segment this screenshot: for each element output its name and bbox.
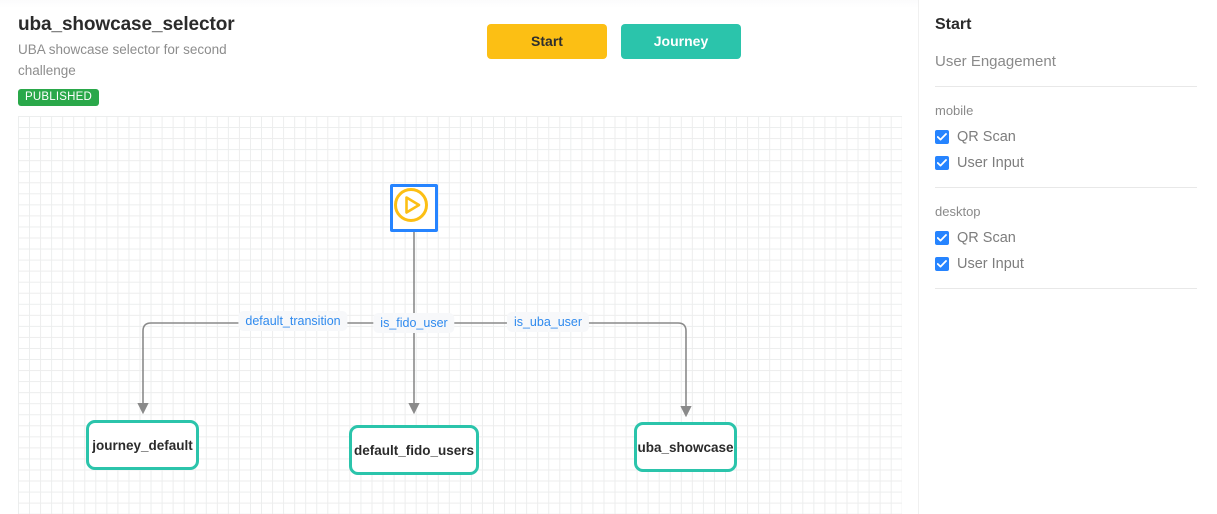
page-title: uba_showcase_selector xyxy=(18,14,235,35)
checkbox-desktop-user-input[interactable] xyxy=(935,257,949,271)
inspector-group-desktop: desktop QR Scan User Input xyxy=(935,204,1197,272)
node-default-fido-users[interactable]: default_fido_users xyxy=(349,425,479,475)
checkbox-desktop-qr-scan[interactable] xyxy=(935,231,949,245)
group-label: mobile xyxy=(935,103,974,118)
inspector-subtitle: User Engagement xyxy=(935,53,1056,70)
check-icon xyxy=(937,260,947,268)
flow-header: uba_showcase_selector UBA showcase selec… xyxy=(18,14,338,106)
journey-button[interactable]: Journey xyxy=(621,24,741,59)
edge-label-is-uba-user[interactable]: is_uba_user xyxy=(506,312,590,332)
edge-is-uba-user xyxy=(414,322,692,418)
check-icon xyxy=(937,159,947,167)
inspector-panel: Start User Engagement mobile QR Scan xyxy=(918,0,1217,514)
node-label: default_fido_users xyxy=(353,442,475,458)
checkbox-row-mobile-user-input[interactable]: User Input xyxy=(935,155,1197,171)
divider xyxy=(935,86,1197,87)
node-journey-default[interactable]: journey_default xyxy=(86,420,199,470)
checkbox-label: User Input xyxy=(957,256,1024,272)
edge-label-default-transition[interactable]: default_transition xyxy=(238,311,348,331)
inspector-title: Start xyxy=(935,16,972,33)
edge-label-is-fido-user[interactable]: is_fido_user xyxy=(373,313,455,333)
status-badge: PUBLISHED xyxy=(18,88,99,106)
top-bar xyxy=(0,0,1217,8)
divider xyxy=(935,187,1197,188)
edge-default-transition xyxy=(137,322,414,415)
checkbox-label: User Input xyxy=(957,155,1024,171)
checkbox-label: QR Scan xyxy=(957,129,1016,145)
flow-canvas[interactable]: default_transition is_fido_user is_uba_u… xyxy=(18,116,902,514)
check-icon xyxy=(937,133,947,141)
checkbox-mobile-user-input[interactable] xyxy=(935,156,949,170)
group-label: desktop xyxy=(935,204,981,219)
node-uba-showcase[interactable]: uba_showcase xyxy=(634,422,737,472)
connector-layer xyxy=(137,232,692,418)
node-label: uba_showcase xyxy=(637,439,734,455)
flow-description: UBA showcase selector for second challen… xyxy=(18,41,227,78)
start-button[interactable]: Start xyxy=(487,24,607,59)
checkbox-row-desktop-user-input[interactable]: User Input xyxy=(935,256,1197,272)
check-icon xyxy=(937,234,947,242)
inspector-group-mobile: mobile QR Scan User Input xyxy=(935,103,1197,171)
node-label: journey_default xyxy=(92,437,193,453)
start-node[interactable] xyxy=(390,184,438,232)
checkbox-mobile-qr-scan[interactable] xyxy=(935,130,949,144)
checkbox-row-desktop-qr-scan[interactable]: QR Scan xyxy=(935,230,1197,246)
play-icon xyxy=(394,188,428,222)
checkbox-label: QR Scan xyxy=(957,230,1016,246)
header-actions: Start Journey xyxy=(487,24,741,59)
flow-editor-pane: uba_showcase_selector UBA showcase selec… xyxy=(18,14,902,514)
checkbox-row-mobile-qr-scan[interactable]: QR Scan xyxy=(935,129,1197,145)
divider xyxy=(935,288,1197,289)
